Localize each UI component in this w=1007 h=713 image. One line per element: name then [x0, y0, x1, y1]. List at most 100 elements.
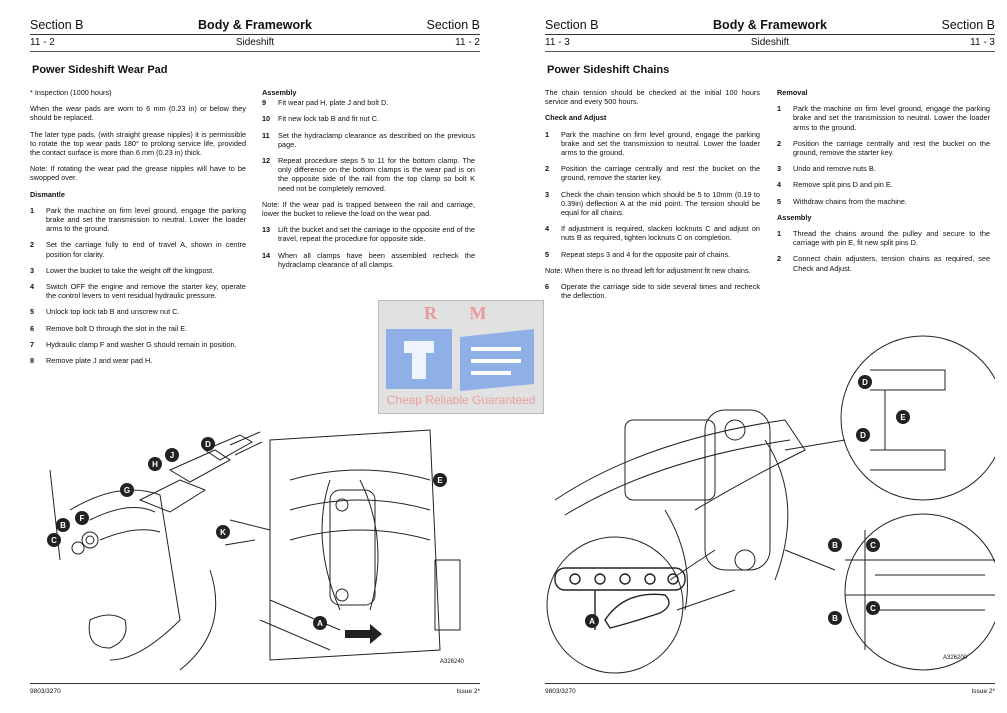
- page-number: 11 - 2: [30, 37, 55, 48]
- figure-id: A326200: [943, 655, 968, 661]
- section-label: Section B: [30, 18, 84, 32]
- callout-marker: [856, 428, 870, 442]
- callout-label: C: [870, 604, 876, 613]
- step-number: 5: [30, 307, 35, 317]
- step-text: When all clamps have been assembled rech…: [278, 250, 475, 269]
- step-number: 13: [262, 225, 271, 235]
- note: Note: If the wear pad is trapped between…: [262, 199, 475, 219]
- chapter-title: Body & Framework: [713, 18, 827, 32]
- step-number: 2: [777, 254, 782, 264]
- callout-label: B: [832, 614, 838, 623]
- callout-label: F: [80, 514, 85, 523]
- section-heading: Assembly: [777, 212, 812, 222]
- callout-label: A: [589, 617, 595, 626]
- section-label: Section B: [426, 18, 480, 32]
- page-subheader: 11 - 3 Sideshift 11 - 3: [545, 37, 995, 52]
- page-title: Power Sideshift Wear Pad: [32, 64, 168, 76]
- callout-marker: [585, 614, 599, 628]
- step-number: 6: [30, 323, 35, 333]
- subsection-title: Sideshift: [750, 37, 790, 48]
- step-number: 4: [545, 224, 550, 234]
- page-footer: 9803/3270 Issue 2*: [30, 683, 480, 695]
- callout-marker: [828, 538, 842, 552]
- step-number: 5: [777, 196, 782, 206]
- left-page: Section B Body & Framework Section B 11 …: [30, 0, 480, 713]
- check-steps: 1 Park the machine on firm level ground, …: [545, 130, 760, 259]
- step-text: Repeat procedure steps 5 to 11 for the b…: [278, 156, 475, 193]
- step-text: Fit new lock tab B and fit nut C.: [278, 114, 379, 124]
- wrench-document-logo-icon: [386, 329, 534, 391]
- step-number: 7: [30, 339, 35, 349]
- step-text: Park the machine on firm level ground, e…: [46, 205, 246, 234]
- text-column-1: The chain tension should be checked at t…: [545, 88, 760, 307]
- step-number: 3: [545, 189, 550, 199]
- page-footer: 9803/3270 Issue 2*: [545, 683, 995, 695]
- step-item: 5 Unlock top lock tab B and unscrew nut C…: [30, 307, 246, 316]
- callout-label: H: [152, 460, 158, 469]
- step-text: Switch OFF the engine and remove the sta…: [46, 282, 246, 301]
- section-heading: Assembly: [262, 88, 297, 97]
- section-label: Section B: [545, 18, 599, 32]
- callout-marker: [858, 375, 872, 389]
- chain-links-icon: [554, 567, 686, 630]
- step-item: 2 Connect chain adjusters, tension chains…: [777, 254, 990, 272]
- step-text: Set the carriage fully to end of travel …: [46, 240, 246, 259]
- inspection-note: * Inspection (1000 hours): [30, 88, 246, 97]
- callout-label: K: [220, 528, 226, 537]
- step-number: 2: [30, 240, 35, 250]
- callout-label: B: [832, 541, 838, 550]
- callout-marker: [433, 473, 447, 487]
- dismantle-steps: 1 Park the machine on firm level ground, …: [30, 206, 246, 365]
- chapter-title: Body & Framework: [198, 18, 312, 32]
- document-number: 9803/3270: [30, 688, 61, 695]
- step-number: 12: [262, 156, 271, 166]
- callout-label: D: [860, 431, 866, 440]
- callout-label: E: [900, 413, 906, 422]
- callout-marker: [47, 533, 61, 547]
- step-text: Connect chain adjusters, tension chains …: [793, 254, 990, 273]
- step-number: 3: [30, 265, 35, 275]
- direction-arrow-icon: [345, 624, 382, 644]
- callout-label: B: [60, 521, 66, 530]
- step-text: Unlock top lock tab B and unscrew nut C.: [46, 307, 180, 317]
- step-number: 1: [545, 129, 550, 139]
- step-number: 8: [30, 356, 35, 366]
- callout-marker: [866, 538, 880, 552]
- step-text: Remove split pins D and pin E.: [793, 180, 893, 190]
- page-number: 11 - 3: [970, 37, 995, 48]
- step-number: 1: [30, 205, 35, 215]
- note: Note: If rotating the wear pad the greas…: [30, 164, 246, 183]
- document-number: 9803/3270: [545, 688, 576, 695]
- step-text: Park the machine on firm level ground, e…: [561, 129, 760, 158]
- watermark-logo-text: R M: [424, 303, 501, 323]
- callout-label: A: [317, 619, 323, 628]
- step-number: 1: [777, 229, 782, 239]
- callout-marker: [216, 525, 230, 539]
- step-item: 1 Park the machine on firm level ground, …: [545, 130, 760, 158]
- paragraph: When the wear pads are worn to 6 mm (0.2…: [30, 104, 246, 123]
- step-item: 2 Set the carriage fully to end of travel…: [30, 240, 246, 258]
- step-item: 12 Repeat procedure steps 5 to 11 for the…: [262, 156, 475, 193]
- callout-marker: [313, 616, 327, 630]
